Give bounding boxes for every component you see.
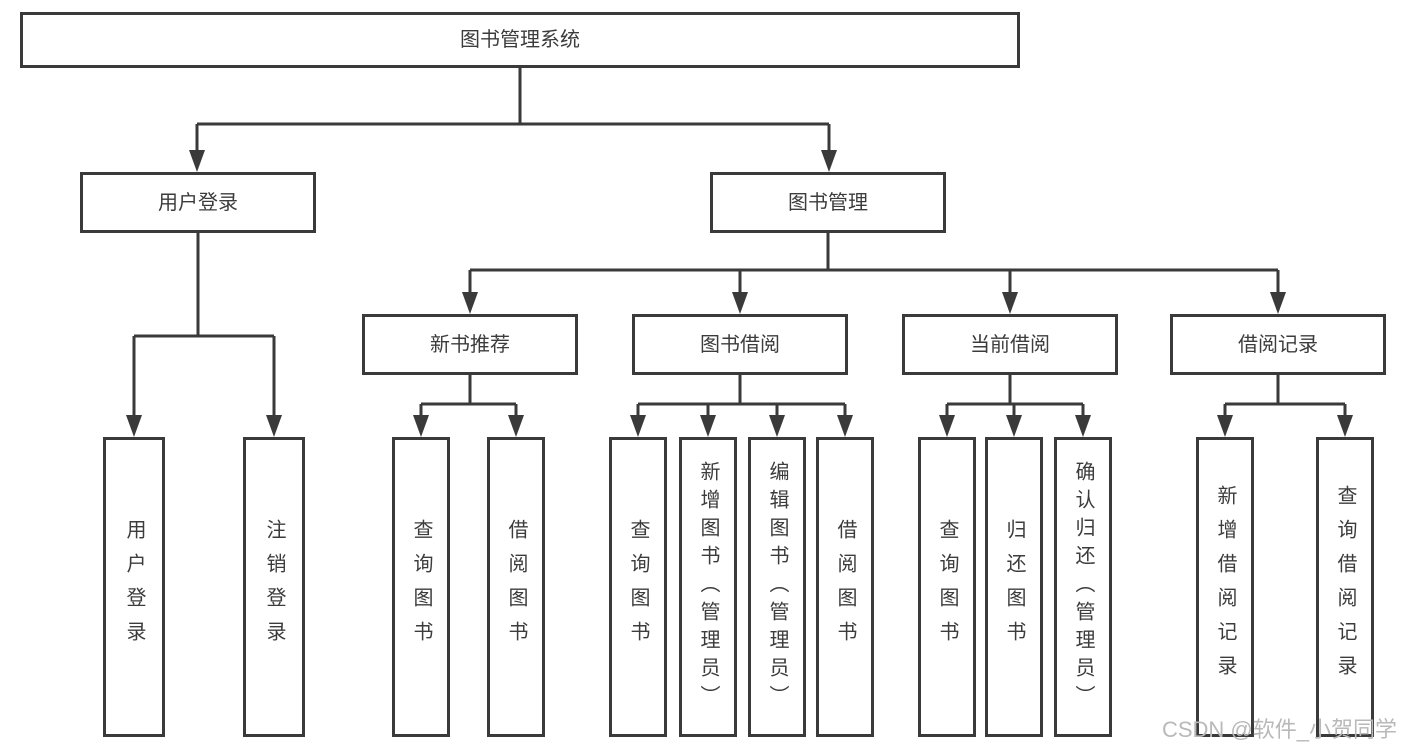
node-label: 借阅图书 bbox=[834, 519, 856, 655]
node-label: 借阅记录 bbox=[1238, 333, 1318, 356]
node-system-root: 图书管理系统 bbox=[20, 12, 1020, 68]
node-label: 图书管理系统 bbox=[460, 29, 580, 51]
node-leaf-confirm-return-admin: 确认归还（管理员） bbox=[1054, 437, 1112, 737]
node-borrowing-records: 借阅记录 bbox=[1170, 314, 1386, 375]
node-book-management-module: 图书管理 bbox=[710, 172, 946, 233]
node-leaf-borrow-books: 借阅图书 bbox=[816, 437, 874, 737]
node-leaf-logout: 注销登录 bbox=[243, 437, 305, 737]
node-label: 借阅图书 bbox=[505, 519, 527, 655]
node-leaf-edit-book-admin: 编辑图书（管理员） bbox=[748, 437, 806, 737]
node-user-login-module: 用户登录 bbox=[80, 172, 316, 233]
node-label: 用户登录 bbox=[123, 519, 145, 655]
node-label: 图书借阅 bbox=[700, 333, 780, 356]
node-label: 归还图书 bbox=[1003, 519, 1025, 655]
node-label: 用户登录 bbox=[158, 191, 238, 214]
node-leaf-return-books: 归还图书 bbox=[985, 437, 1043, 737]
node-label: 查询图书 bbox=[936, 519, 958, 655]
node-leaf-query-books-current: 查询图书 bbox=[918, 437, 976, 737]
node-label: 新增借阅记录 bbox=[1214, 485, 1236, 689]
node-current-borrowing: 当前借阅 bbox=[902, 314, 1118, 375]
node-label: 查询图书 bbox=[410, 519, 432, 655]
node-leaf-user-login: 用户登录 bbox=[103, 437, 165, 737]
node-leaf-query-books-borrow: 查询图书 bbox=[609, 437, 667, 737]
node-leaf-query-books-recommend: 查询图书 bbox=[392, 437, 450, 737]
node-leaf-borrow-books-recommend: 借阅图书 bbox=[487, 437, 545, 737]
node-label: 当前借阅 bbox=[970, 333, 1050, 356]
node-label: 新书推荐 bbox=[430, 333, 510, 356]
node-label: 查询图书 bbox=[627, 519, 649, 655]
node-leaf-add-borrow-record: 新增借阅记录 bbox=[1196, 437, 1254, 737]
node-label: 确认归还（管理员） bbox=[1072, 461, 1094, 713]
node-label: 注销登录 bbox=[263, 519, 285, 655]
node-leaf-query-borrow-record: 查询借阅记录 bbox=[1316, 437, 1374, 737]
node-label: 新增图书（管理员） bbox=[697, 461, 719, 713]
csdn-watermark: CSDN @软件_小贺同学 bbox=[1161, 717, 1397, 742]
node-label: 图书管理 bbox=[788, 191, 868, 214]
node-label: 查询借阅记录 bbox=[1334, 485, 1356, 689]
node-book-borrowing: 图书借阅 bbox=[632, 314, 848, 375]
node-label: 编辑图书（管理员） bbox=[766, 461, 788, 713]
node-new-book-recommend: 新书推荐 bbox=[362, 314, 578, 375]
arrowheads bbox=[126, 150, 1353, 437]
node-leaf-add-book-admin: 新增图书（管理员） bbox=[679, 437, 737, 737]
